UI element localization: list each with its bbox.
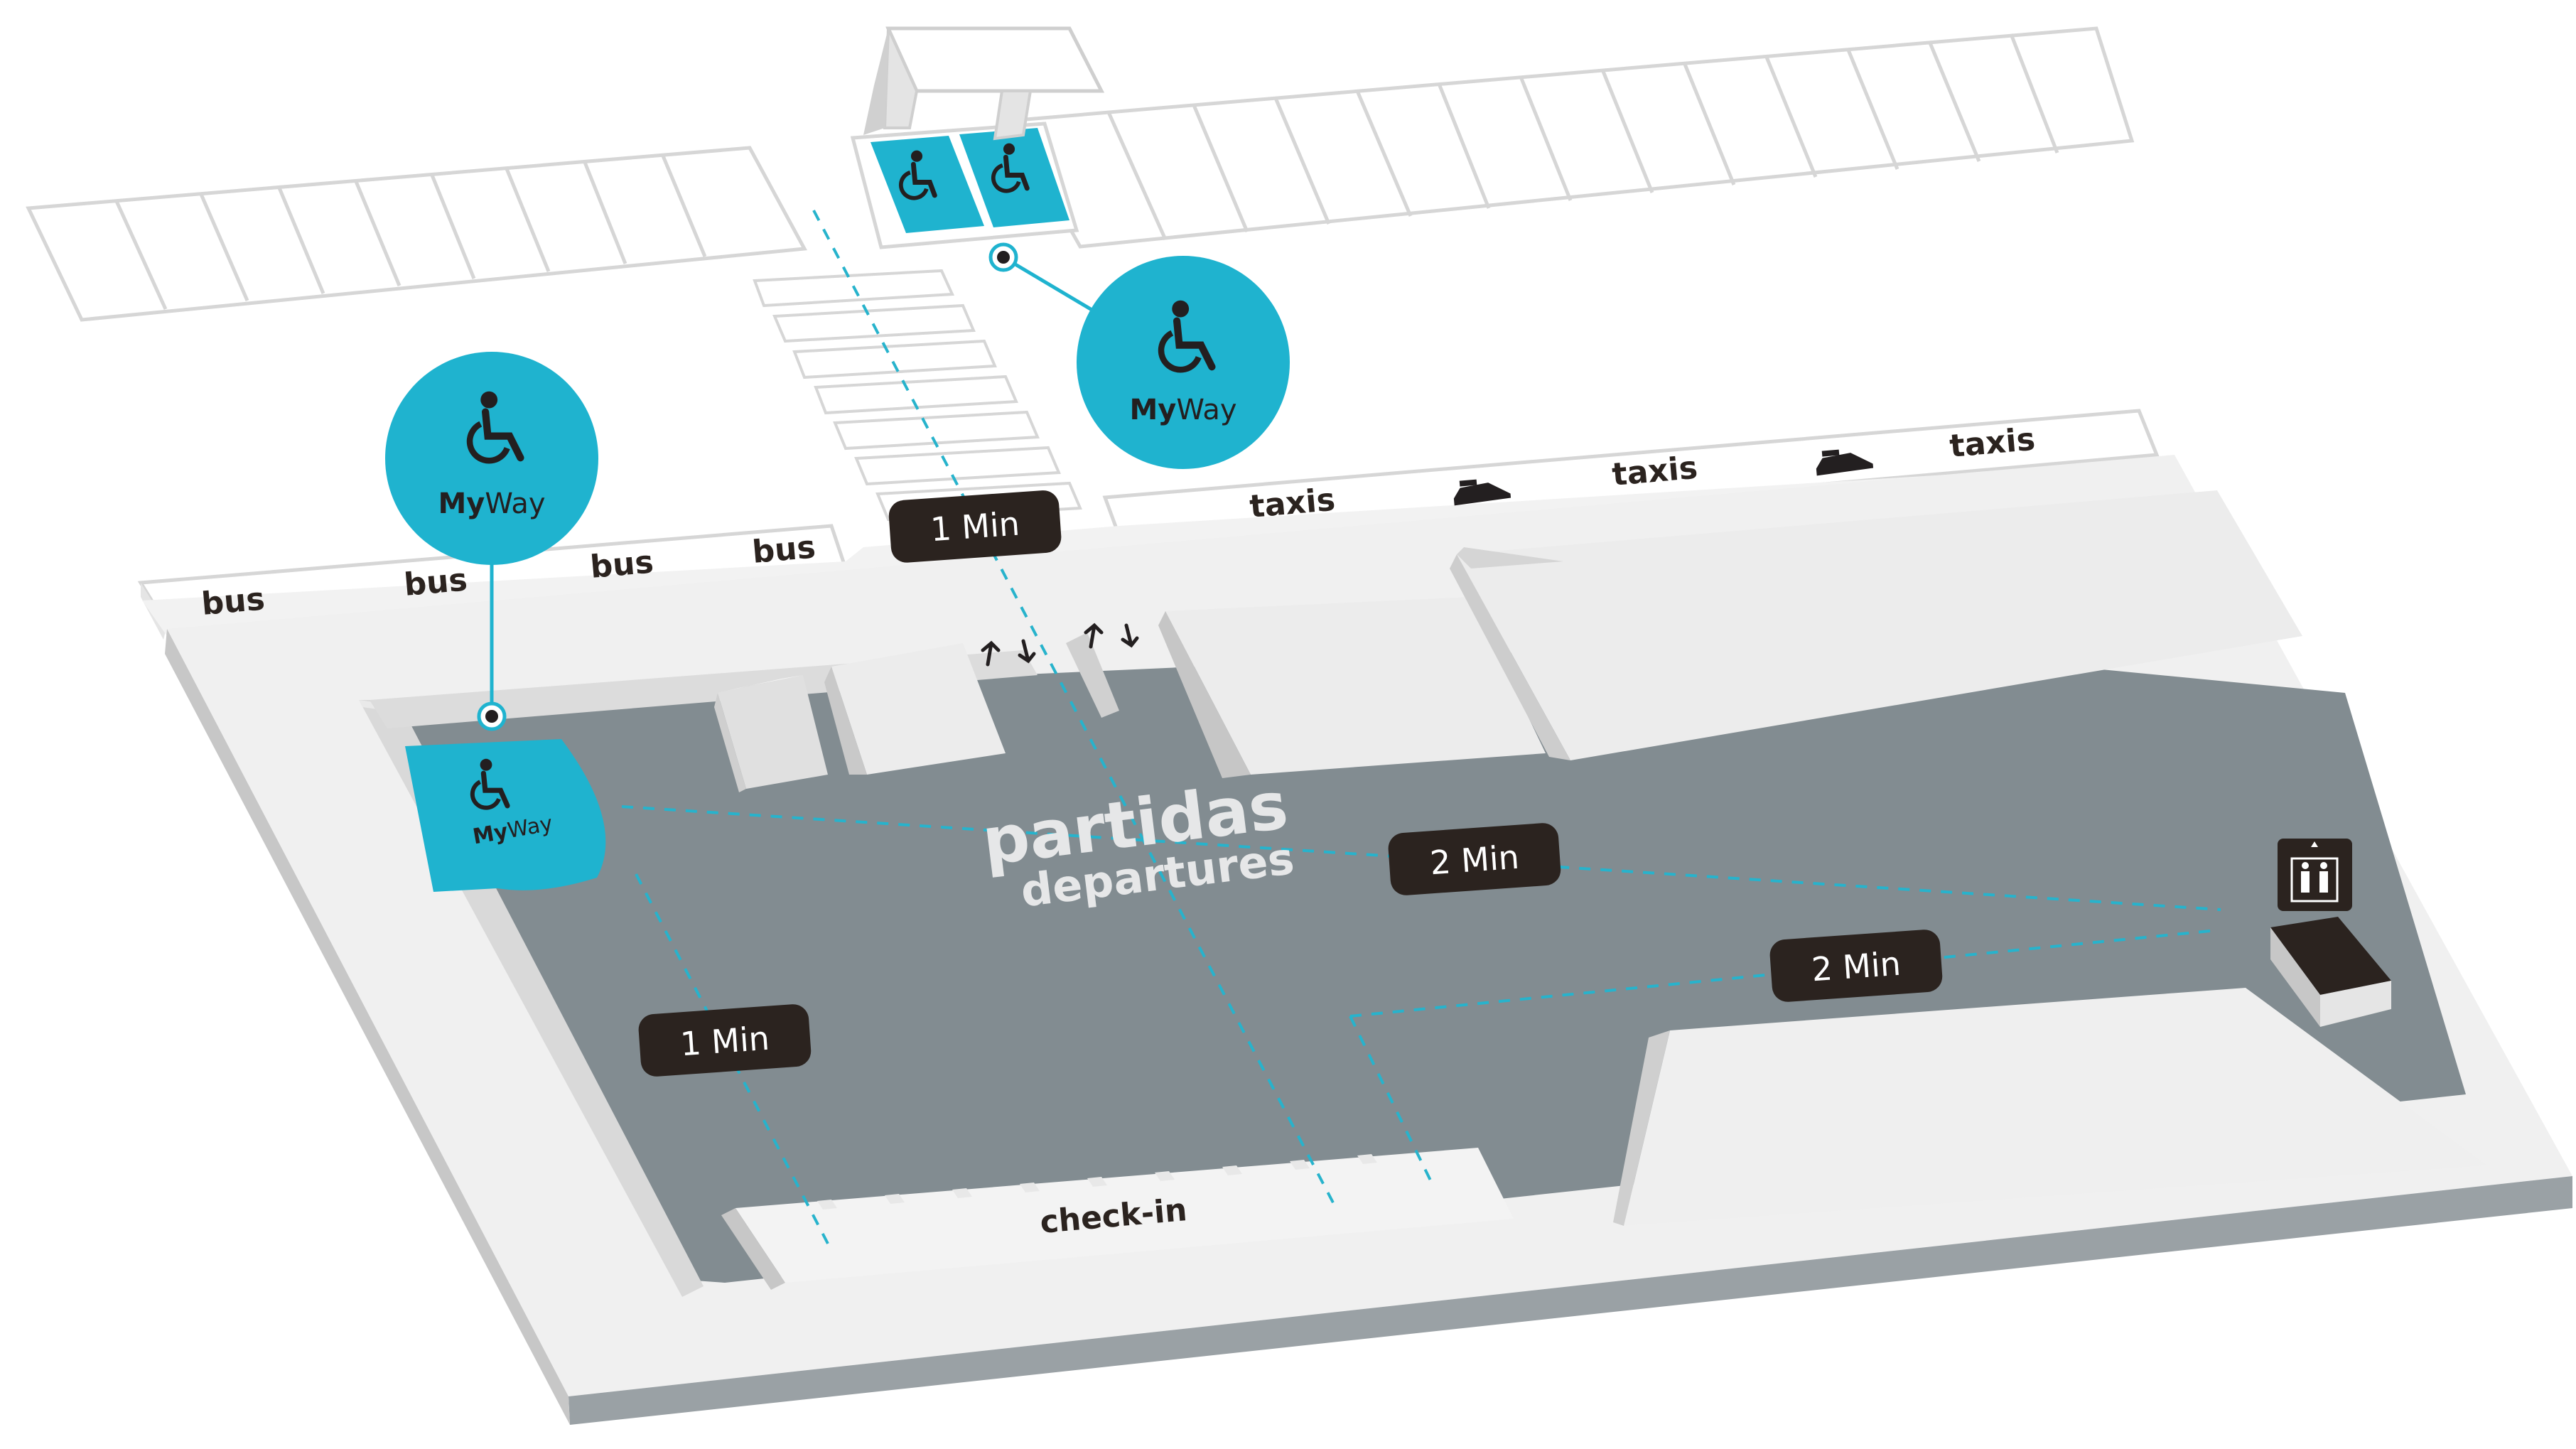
wheelchair-parking-icon <box>991 143 1030 193</box>
crosswalk <box>753 269 1082 522</box>
wheelchair-icon <box>470 758 510 810</box>
time-badge-right: 2 Min <box>1769 930 1943 1002</box>
myway-right-label: MyWay <box>1129 394 1236 426</box>
wheelchair-parking-icon <box>898 150 937 200</box>
taxi-label-3: taxis <box>1949 421 2037 465</box>
taxi-label-1: taxis <box>1249 482 1337 525</box>
bus-labels: bus bus bus bus <box>200 529 817 623</box>
taxi-icon <box>1453 479 1511 506</box>
time-badge-center-text: 2 Min <box>1429 838 1521 883</box>
entrance-arrows-right <box>1084 623 1139 649</box>
myway-left-label: MyWay <box>438 488 545 520</box>
myway-left-regular: Way <box>485 488 545 520</box>
time-badge-top-text: 1 Min <box>929 505 1021 549</box>
elevator-icon <box>2278 839 2352 911</box>
parking-lot-left <box>26 146 807 322</box>
bus-label-1: bus <box>200 581 266 623</box>
wheelchair-icon <box>1158 300 1216 373</box>
myway-right-bold: My <box>1129 394 1176 426</box>
taxi-icon <box>1816 449 1874 476</box>
parking-lot-right <box>1006 26 2135 249</box>
entrance-arrows <box>981 623 1139 667</box>
time-badge-left-text: 1 Min <box>679 1019 771 1064</box>
bus-label-2: bus <box>403 561 469 603</box>
myway-floor-zone: MyWay <box>405 739 606 892</box>
myway-right-regular: Way <box>1176 394 1236 426</box>
time-badge-top: 1 Min <box>888 490 1062 563</box>
taxi-label-2: taxis <box>1611 450 1699 493</box>
time-badge-left: 1 Min <box>638 1004 812 1077</box>
myway-left-bold: My <box>438 488 485 520</box>
canopy <box>863 26 1105 141</box>
bus-label-4: bus <box>751 529 817 571</box>
time-badge-right-text: 2 Min <box>1811 944 1902 989</box>
myway-marker-left[interactable]: MyWay <box>385 352 598 731</box>
accessible-parking <box>850 26 1105 249</box>
myway-floor-bold: My <box>471 819 510 849</box>
building-blocks <box>714 490 2487 1290</box>
bus-label-3: bus <box>589 544 655 586</box>
wheelchair-icon <box>466 391 524 464</box>
time-badge-center: 2 Min <box>1388 823 1561 895</box>
taxi-labels: taxis taxis taxis <box>1249 421 2037 525</box>
entrance-arrows-left <box>981 639 1036 667</box>
myway-marker-right[interactable]: MyWay <box>988 242 1290 469</box>
